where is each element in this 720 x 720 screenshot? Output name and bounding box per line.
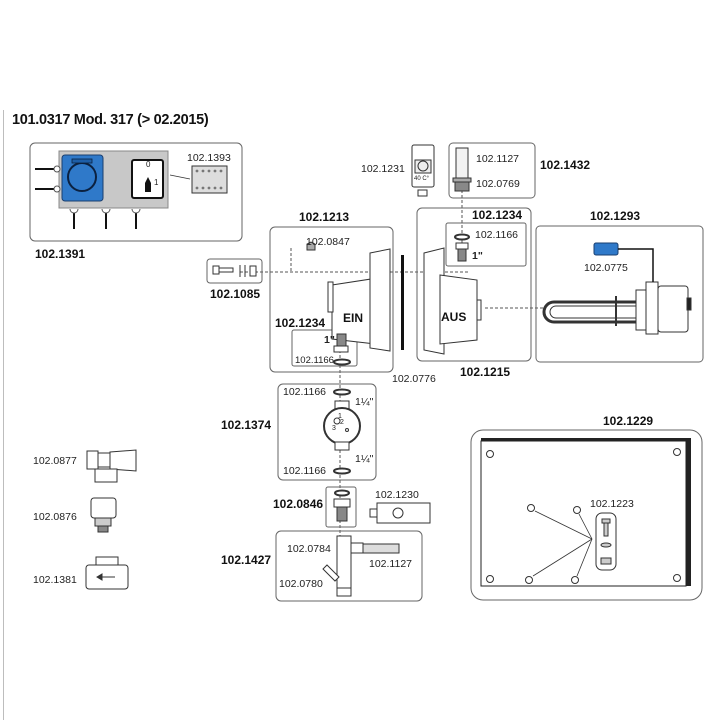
label-thermostat: 102.1231 — [361, 163, 405, 175]
inlet-block-frame — [269, 226, 394, 373]
outlet-fitting-icon — [454, 233, 470, 262]
label-control-box: 102.1391 — [35, 247, 86, 261]
pump-frame — [277, 383, 377, 481]
safety-valve-icon — [86, 449, 137, 483]
label-outlet-fitting: 102.1234 — [472, 208, 523, 222]
label-heater: 102.1293 — [590, 209, 641, 223]
label-tee: 102.0784 — [287, 543, 331, 555]
pump-icon — [323, 388, 361, 475]
outlet-fitting-frame — [445, 222, 527, 267]
inlet-block-icon — [306, 241, 391, 352]
thermostat-dial-label: 40 C° — [414, 176, 430, 182]
label-sensor-sleeve-cap: 102.0769 — [476, 178, 520, 190]
label-inlet-block: 102.1213 — [299, 210, 350, 224]
flow-switch-icon — [369, 502, 431, 524]
pump-speed-2: 2 — [340, 419, 344, 426]
seal-ring-icon — [401, 255, 404, 350]
label-sensor-sleeve-tube: 102.1127 — [476, 153, 520, 165]
label-pump-seal-bottom: 102.1166 — [283, 465, 327, 477]
label-outlet-block: 102.1215 — [460, 365, 511, 379]
label-tee-assembly: 102.1427 — [221, 553, 272, 567]
cover-plate-frame — [470, 429, 703, 601]
label-relay: 102.1393 — [187, 152, 231, 164]
page-margin-line — [3, 110, 4, 720]
adapter-frame — [325, 486, 357, 528]
label-tee-sleeve: 102.1127 — [369, 558, 413, 570]
label-safety-valve: 102.0877 — [33, 455, 77, 467]
tee-frame — [275, 530, 423, 602]
label-adapter: 102.0846 — [273, 497, 324, 511]
label-cover-plate: 102.1229 — [603, 414, 654, 428]
label-drain-valve: 102.0780 — [279, 578, 323, 590]
label-sensor-sleeve: 102.1432 — [540, 158, 591, 172]
check-valve-icon — [85, 556, 129, 590]
thermostat-icon — [411, 144, 435, 197]
label-pump-seal-top: 102.1166 — [283, 386, 327, 398]
tee-assembly-icon — [322, 535, 400, 597]
label-flow-switch: 102.1230 — [375, 489, 419, 501]
heater-element-icon — [542, 242, 692, 335]
outlet-block-icon — [423, 247, 482, 355]
label-seal-ring: 102.0776 — [392, 373, 436, 385]
heater-frame — [535, 225, 704, 363]
label-inlet-seal: 102.1166 — [295, 355, 334, 366]
label-check-valve: 102.1381 — [33, 574, 77, 586]
pump-size-bottom: 1¼" — [355, 453, 374, 465]
inlet-port-label: EIN — [343, 311, 364, 325]
screws-frame — [206, 258, 263, 284]
control-box-group — [29, 142, 243, 242]
adapter-fitting-icon — [333, 489, 351, 522]
inlet-fitting-size: 1" — [324, 334, 335, 346]
control-box-frame — [29, 142, 243, 242]
outlet-fitting-size: 1" — [472, 250, 483, 262]
air-vent-icon — [90, 497, 117, 533]
pump-speed-3: 3 — [332, 425, 336, 432]
pump-size-top: 1¼" — [355, 396, 374, 408]
label-air-vent: 102.0876 — [33, 511, 77, 523]
label-outlet-seal: 102.1166 — [475, 229, 519, 241]
label-heater-gasket: 102.0775 — [584, 262, 628, 274]
cover-plate-icon — [480, 438, 691, 587]
inlet-fitting-icon — [333, 333, 351, 366]
label-screws: 102.1085 — [210, 287, 261, 301]
switch-on-label: 1 — [154, 178, 159, 187]
switch-off-label: 0 — [146, 160, 151, 169]
sensor-sleeve-group — [448, 142, 536, 199]
label-inlet-fitting: 102.1234 — [275, 316, 326, 330]
screw-set-icon — [212, 265, 257, 277]
label-vent-plug: 102.0847 — [306, 236, 350, 248]
inlet-fitting-frame — [291, 329, 358, 367]
pump-speed-1: 1 — [338, 413, 342, 420]
label-pump: 102.1374 — [221, 418, 272, 432]
label-cover-fastener: 102.1223 — [590, 498, 634, 510]
outlet-block-frame — [416, 207, 532, 362]
diagram-title: 101.0317 Mod. 317 (> 02.2015) — [12, 112, 209, 128]
outlet-port-label: AUS — [441, 310, 467, 324]
